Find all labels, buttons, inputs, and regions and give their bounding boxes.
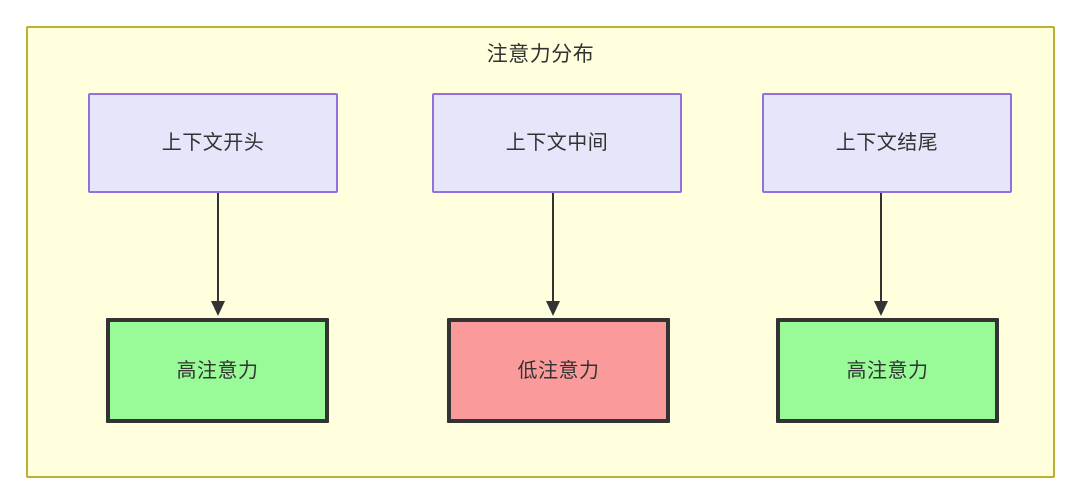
arrow-head-icon (874, 301, 888, 316)
node-attention-middle-label: 低注意力 (517, 359, 600, 382)
flow-column-context-start: 上下文开头 高注意力 (88, 93, 338, 423)
node-attention-end[interactable]: 高注意力 (776, 318, 999, 423)
arrow-context-end-to-attention (874, 193, 888, 318)
arrow-stem (217, 193, 219, 305)
node-context-start-label: 上下文开头 (161, 132, 265, 154)
arrow-context-middle-to-attention (546, 193, 560, 318)
node-attention-end-label: 高注意力 (846, 359, 929, 382)
flow-column-context-end: 上下文结尾 高注意力 (762, 93, 1012, 423)
attention-distribution-subgraph: 注意力分布 上下文开头 高注意力 上下文中间 低注意力 (26, 26, 1055, 478)
arrow-context-start-to-attention (211, 193, 225, 318)
arrow-head-icon (211, 301, 225, 316)
arrow-stem (552, 193, 554, 305)
node-attention-start[interactable]: 高注意力 (106, 318, 329, 423)
node-context-start[interactable]: 上下文开头 (88, 93, 338, 193)
flow-column-context-middle: 上下文中间 低注意力 (432, 93, 682, 423)
node-attention-start-label: 高注意力 (176, 359, 259, 382)
node-context-middle[interactable]: 上下文中间 (432, 93, 682, 193)
arrow-stem (880, 193, 882, 305)
subgraph-title: 注意力分布 (486, 43, 595, 66)
node-attention-middle[interactable]: 低注意力 (447, 318, 670, 423)
node-context-end[interactable]: 上下文结尾 (762, 93, 1012, 193)
node-context-end-label: 上下文结尾 (835, 132, 939, 154)
arrow-head-icon (546, 301, 560, 316)
node-context-middle-label: 上下文中间 (505, 132, 609, 154)
